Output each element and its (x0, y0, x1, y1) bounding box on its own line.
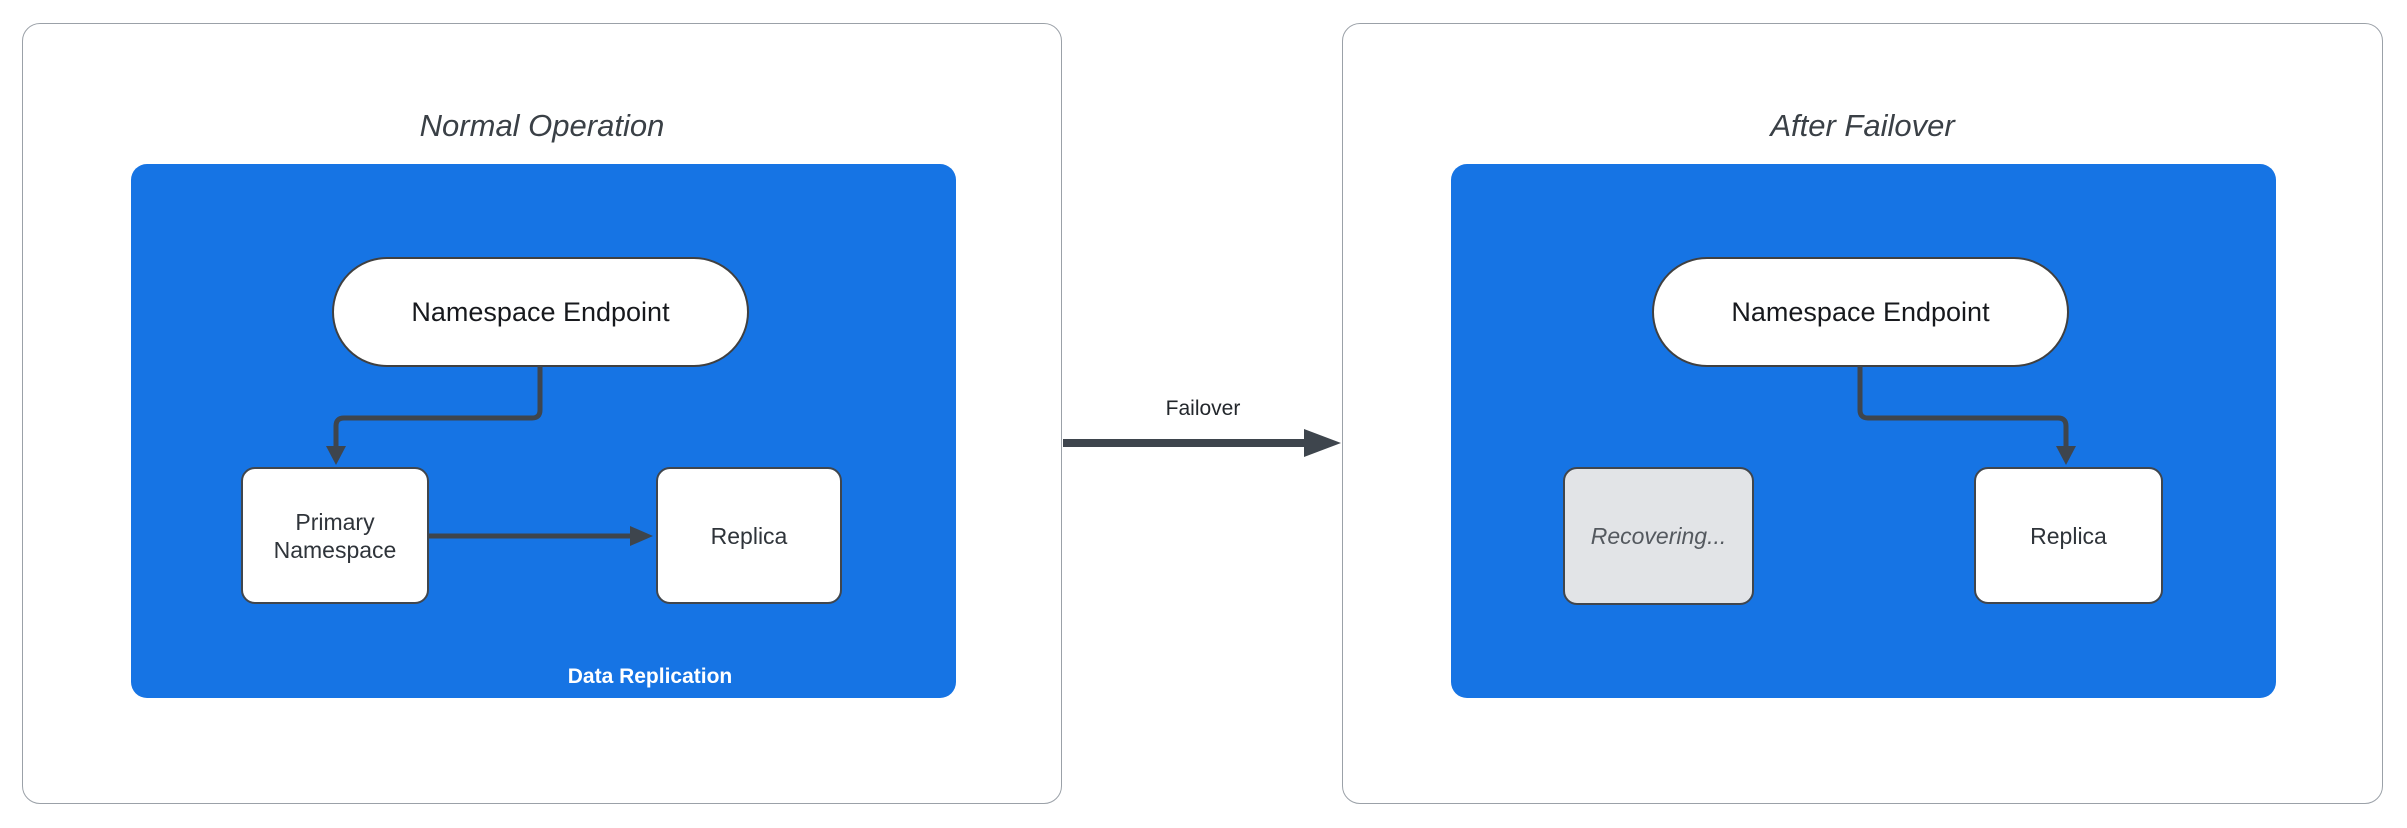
node-primary-namespace: Primary Namespace (241, 467, 429, 604)
node-label: Replica (710, 522, 788, 549)
failover-arrow (1063, 429, 1341, 457)
panel-after-failover: After Failover Namespace Endpoint Recove… (1342, 23, 2383, 804)
cluster-after-failover: Namespace Endpoint Recovering... Replica (1451, 164, 2276, 698)
node-replica: Replica (656, 467, 842, 604)
node-label: Replica (2030, 522, 2107, 549)
node-replica: Replica (1974, 467, 2163, 604)
edge-label-data-replication: Data Replication (560, 663, 740, 691)
node-namespace-endpoint: Namespace Endpoint (332, 257, 749, 367)
arrowhead-right-icon (1304, 429, 1341, 457)
node-namespace-endpoint: Namespace Endpoint (1652, 257, 2069, 367)
node-label: Primary Namespace (273, 508, 397, 563)
panel-normal-operation: Normal Operation Namespace Endpoint Prim… (22, 23, 1062, 804)
node-label: Recovering... (1590, 523, 1727, 549)
failover-arrow-label: Failover (1165, 397, 1241, 420)
panel-title-normal-operation: Normal Operation (419, 108, 665, 143)
cluster-normal-operation: Namespace Endpoint Primary Namespace Rep… (131, 164, 956, 698)
panel-title-after-failover: After Failover (1770, 108, 1955, 143)
node-recovering: Recovering... (1563, 467, 1754, 605)
node-label: Namespace Endpoint (411, 296, 670, 327)
node-label: Namespace Endpoint (1731, 296, 1990, 327)
